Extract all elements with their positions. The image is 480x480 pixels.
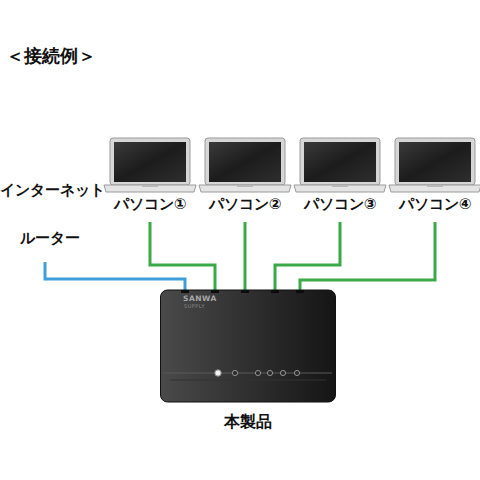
- node-label: パソコン④: [381, 195, 480, 214]
- cable-line: [300, 222, 435, 290]
- laptop-illustration: [292, 132, 388, 194]
- device-node: 本製品: [160, 288, 336, 438]
- logo-text: SUPPLY: [184, 304, 205, 309]
- diagram-title: ＜接続例＞: [6, 44, 96, 68]
- laptop-illustration: [387, 132, 480, 194]
- laptop-illustration: [102, 132, 198, 194]
- node-label: パソコン①: [96, 195, 204, 214]
- node-label: パソコン③: [286, 195, 394, 214]
- laptop-node: パソコン②: [197, 132, 293, 222]
- logo-text: SANWA: [183, 295, 217, 303]
- node-label: インターネット ルーター: [0, 166, 100, 262]
- cable-line: [150, 222, 215, 290]
- node-label: 本製品: [160, 412, 336, 433]
- cable-line: [244, 222, 247, 290]
- laptop-node: パソコン③: [292, 132, 388, 222]
- laptop-node: パソコン④: [387, 132, 480, 222]
- node-label: パソコン②: [191, 195, 299, 214]
- router-node: インターネット ルーター: [0, 166, 100, 262]
- laptop-illustration: [197, 132, 293, 194]
- laptop-node: パソコン①: [102, 132, 198, 222]
